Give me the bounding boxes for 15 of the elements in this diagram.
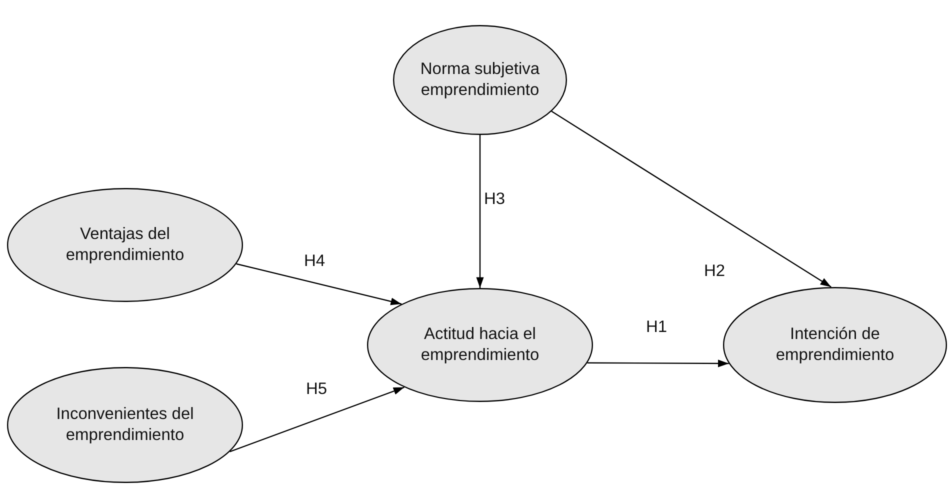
- arrow: [236, 263, 402, 306]
- arrow: [476, 135, 484, 288]
- arrow: [230, 386, 404, 452]
- node-label: Inconvenientes del emprendimiento: [55, 404, 195, 446]
- node-label: Actitud hacia el emprendimiento: [420, 324, 540, 366]
- oval-node: [7, 188, 243, 302]
- arrow: [587, 360, 729, 368]
- oval-node: [393, 25, 567, 135]
- node-label: Norma subjetiva emprendimiento: [419, 58, 541, 101]
- oval-node: [723, 287, 947, 403]
- arrow: [551, 110, 832, 288]
- node-label: Intención de emprendimiento: [774, 324, 896, 366]
- oval-node: [7, 367, 243, 483]
- oval-node: [367, 288, 593, 402]
- node-label: Ventajas del emprendimiento: [64, 224, 186, 266]
